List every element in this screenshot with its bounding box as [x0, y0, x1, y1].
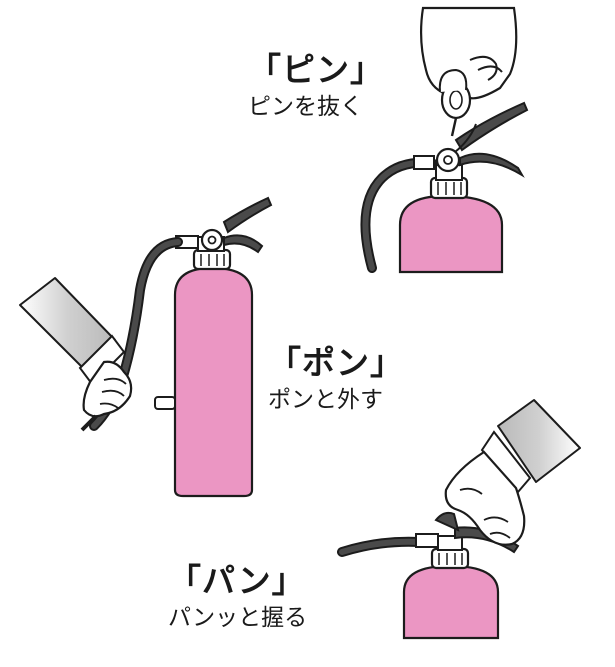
step-pin: 「ピン」 ピンを抜く [248, 52, 384, 122]
step-pon: 「ポン」 ポンと外す [268, 345, 404, 415]
step-pan-desc: パンッと握る [168, 605, 307, 633]
extinguisher-pin-step [365, 103, 527, 272]
step-pon-desc: ポンと外す [268, 387, 404, 415]
step-pin-title: 「ピン」 [248, 52, 384, 88]
step-pan: 「パン」 パンッと握る [168, 563, 307, 633]
step-pon-title: 「ポン」 [268, 345, 404, 381]
hand-squeezing-lever [446, 400, 580, 545]
hand-holding-hose [20, 278, 131, 430]
step-pin-desc: ピンを抜く [248, 94, 384, 122]
step-pan-title: 「パン」 [168, 563, 307, 599]
